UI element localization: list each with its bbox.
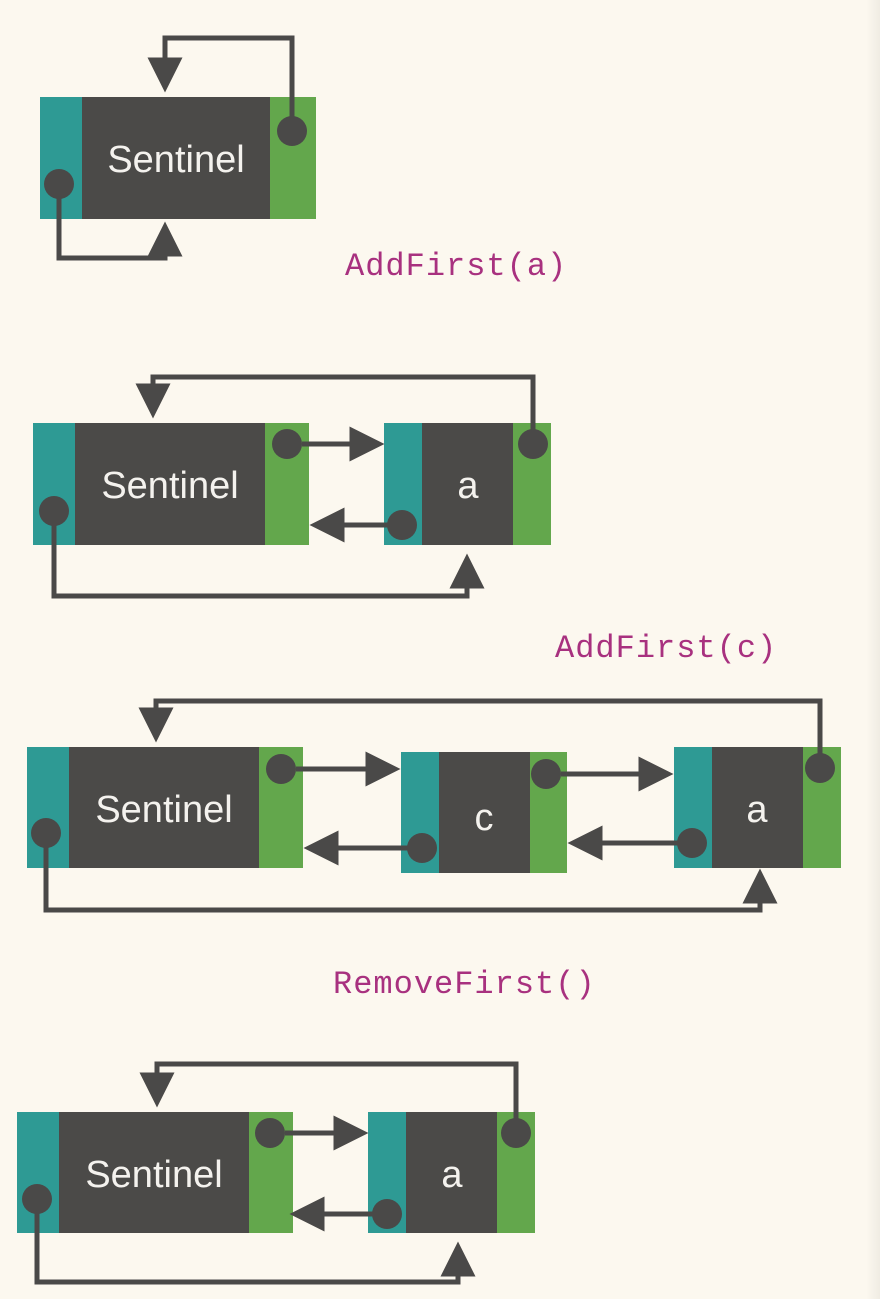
sentinel-to-last-arrow (43, 840, 778, 913)
node-body (27, 747, 303, 868)
state-3: Sentinel c a (27, 698, 841, 913)
next-self-arrow (147, 35, 295, 124)
last-to-sentinel-arrow (135, 374, 536, 437)
node-label: Sentinel (85, 1154, 222, 1196)
sentinel-to-last-arrow (51, 518, 485, 599)
sentinel-node: Sentinel (40, 97, 316, 219)
last-to-sentinel-arrow (139, 1061, 519, 1126)
node-label: a (746, 789, 768, 831)
operation-label: AddFirst(a) (345, 248, 567, 285)
page-edge-shadow (866, 0, 880, 1299)
prev-self-arrow (56, 191, 183, 261)
node-label: a (457, 465, 479, 507)
node-body (33, 423, 309, 545)
node-label: a (441, 1154, 463, 1196)
sentinel-node: Sentinel (27, 747, 303, 868)
node-body (17, 1112, 293, 1233)
node-label: Sentinel (107, 139, 244, 181)
state-4: Sentinel a (17, 1061, 535, 1285)
node-label: c (475, 797, 494, 839)
next-pointer-dot (277, 116, 307, 146)
state-1: Sentinel (40, 35, 316, 261)
operation-label: AddFirst(c) (555, 630, 777, 667)
node-label: Sentinel (101, 465, 238, 507)
sentinel-node: Sentinel (17, 1112, 293, 1233)
sentinel-node: Sentinel (33, 423, 309, 545)
sentinel-to-last-arrow (34, 1206, 476, 1285)
state-2: Sentinel a (33, 374, 551, 599)
operation-label: RemoveFirst() (333, 966, 596, 1003)
node-label: Sentinel (95, 789, 232, 831)
prev-pointer-dot (44, 169, 74, 199)
last-to-sentinel-arrow (138, 698, 823, 761)
